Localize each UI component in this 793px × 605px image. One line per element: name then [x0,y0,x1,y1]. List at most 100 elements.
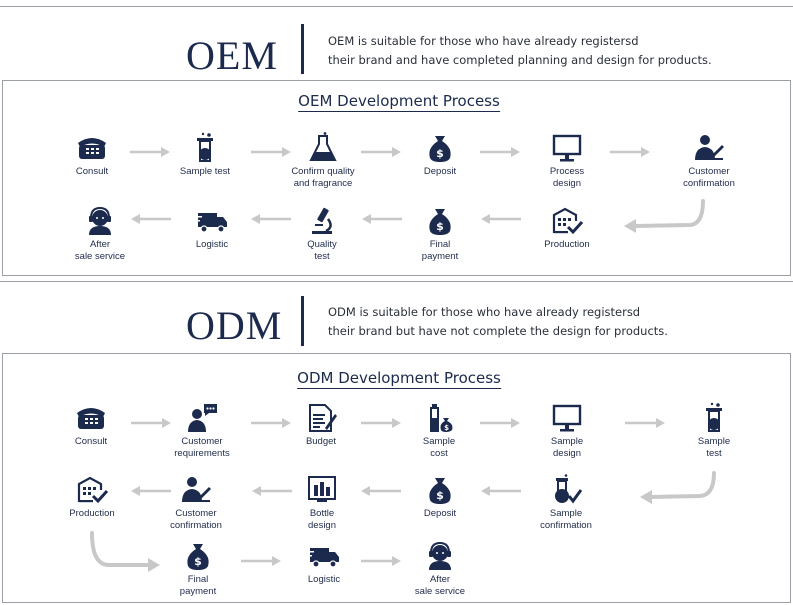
oem-step-7-label: Production [544,239,590,250]
budget-document-icon [276,402,366,434]
delivery-truck-icon [279,540,369,572]
odm-desc-line2: their brand but have not complete the de… [328,324,668,338]
oem-arrow-r4 [480,147,520,157]
odm-step-1-node: Consult [46,402,136,448]
bottle-cost-icon: $ [394,402,484,434]
odm-step-8-label: Deposit [423,508,457,519]
oem-step-1-label: Consult [75,166,109,177]
odm-arrow-l2 [252,486,292,496]
oem-heading: OEM [186,33,278,78]
conical-flask-icon [278,132,368,164]
svg-text:$: $ [436,489,444,502]
odm-description: ODM is suitable for those who have alrea… [328,303,668,341]
odm-arrow-r3 [361,418,401,428]
svg-text:$: $ [444,424,449,432]
bottle-design-icon [277,474,367,506]
top-rule [0,6,793,7]
oem-arrow-l1 [131,214,171,224]
odm-arrow-l1 [131,486,171,496]
svg-text:$: $ [194,555,202,568]
odm-arrow-r2 [251,418,291,428]
oem-arrow-l4 [481,214,521,224]
money-bag-icon: $ [395,132,485,164]
oem-arrow-r5 [610,147,650,157]
svg-text:$: $ [436,147,444,160]
money-bag-icon: $ [153,540,243,572]
odm-arrow-b1 [241,556,281,566]
odm-step-13-node: Logistic [279,540,369,586]
oem-arrow-r2 [251,147,291,157]
odm-step-1-label: Consult [74,436,108,447]
factory-check-icon [47,474,137,506]
odm-step-11-node: Production [47,474,137,520]
odm-arrow-l4 [481,486,521,496]
person-signing-icon [664,132,754,164]
odm-step-8-node: $ Deposit [395,474,485,520]
odm-arrow-l3 [361,486,401,496]
odm-heading: ODM [186,303,283,348]
odm-step-3-label: Budget [305,436,337,447]
odm-desc-line1: ODM is suitable for those who have alrea… [328,305,641,319]
delivery-truck-icon [167,205,257,237]
oem-arrow-l2 [251,214,291,224]
oem-step-4-label: Deposit [423,166,457,177]
flask-sample-icon [669,402,759,434]
microscope-icon [277,205,367,237]
oem-step-10-node: Logistic [167,205,257,251]
odm-process-panel [2,353,791,603]
oem-description: OEM is suitable for those who have alrea… [328,32,712,70]
oem-process-title: OEM Development Process [298,92,500,112]
odm-arrow-b2 [361,556,401,566]
odm-arrow-r1 [131,418,171,428]
oem-step-1-node: Consult [47,132,137,178]
svg-text:$: $ [436,220,444,233]
money-bag-icon: $ [395,205,485,237]
mid-rule [0,281,793,282]
oem-arrow-r1 [130,147,170,157]
oem-arrow-r3 [361,147,401,157]
oem-process-panel [2,80,791,276]
factory-check-icon [522,205,612,237]
odm-step-13-label: Logistic [307,574,341,585]
oem-step-10-label: Logistic [195,239,229,250]
flask-check-icon [521,474,611,506]
odm-arrow-r4 [480,418,520,428]
odm-arrow-r5 [625,418,665,428]
oem-step-4-node: $ Deposit [395,132,485,178]
telephone-icon [47,132,137,164]
oem-step-2-node: Sample test [160,132,250,178]
oem-divider [301,24,304,74]
person-speech-icon [157,402,247,434]
headset-agent-icon [395,540,485,572]
odm-process-title: ODM Development Process [297,369,501,389]
flask-sample-icon [160,132,250,164]
telephone-icon [46,402,136,434]
monitor-icon [522,402,612,434]
